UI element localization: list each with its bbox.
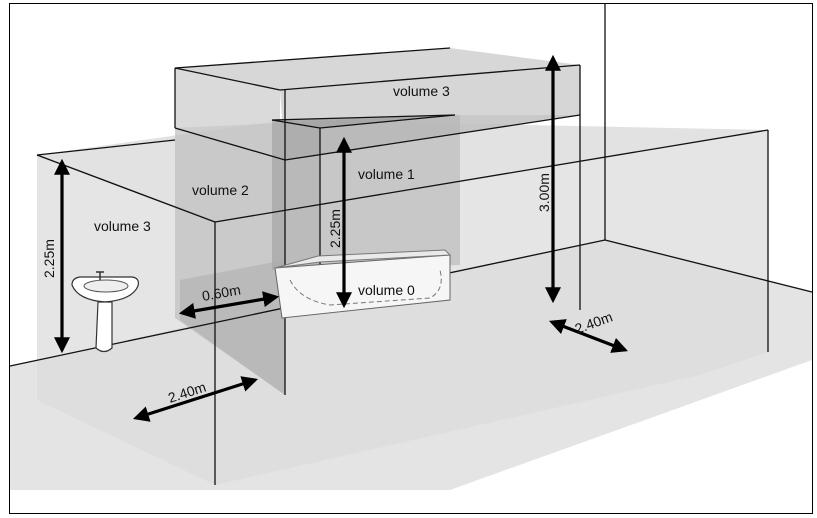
dim-height-total: 3.00m (536, 173, 552, 212)
label-volume-2: volume 2 (192, 182, 249, 198)
volume-1-top-face (272, 115, 455, 128)
dimension-arrows (54, 54, 628, 422)
volume-3-upper-left-face (175, 68, 280, 160)
dim-height-bath: 2.25m (327, 209, 343, 248)
label-volume-3-left: volume 3 (94, 218, 151, 234)
label-volume-1: volume 1 (358, 166, 415, 182)
volume-1-left-face (272, 120, 320, 270)
arrow-width-back (549, 319, 628, 353)
label-volume-3-top: volume 3 (393, 83, 450, 99)
wash-basin-icon (71, 271, 139, 353)
bathtub-icon (274, 249, 452, 319)
dim-height-left: 2.25m (41, 239, 57, 278)
arrow-width-side (178, 291, 280, 319)
volume-3-upper-top-face (175, 48, 580, 90)
arrow-width-front (132, 376, 259, 422)
label-volume-0: volume 0 (358, 282, 415, 298)
dim-width-side: 0.60m (201, 281, 242, 304)
